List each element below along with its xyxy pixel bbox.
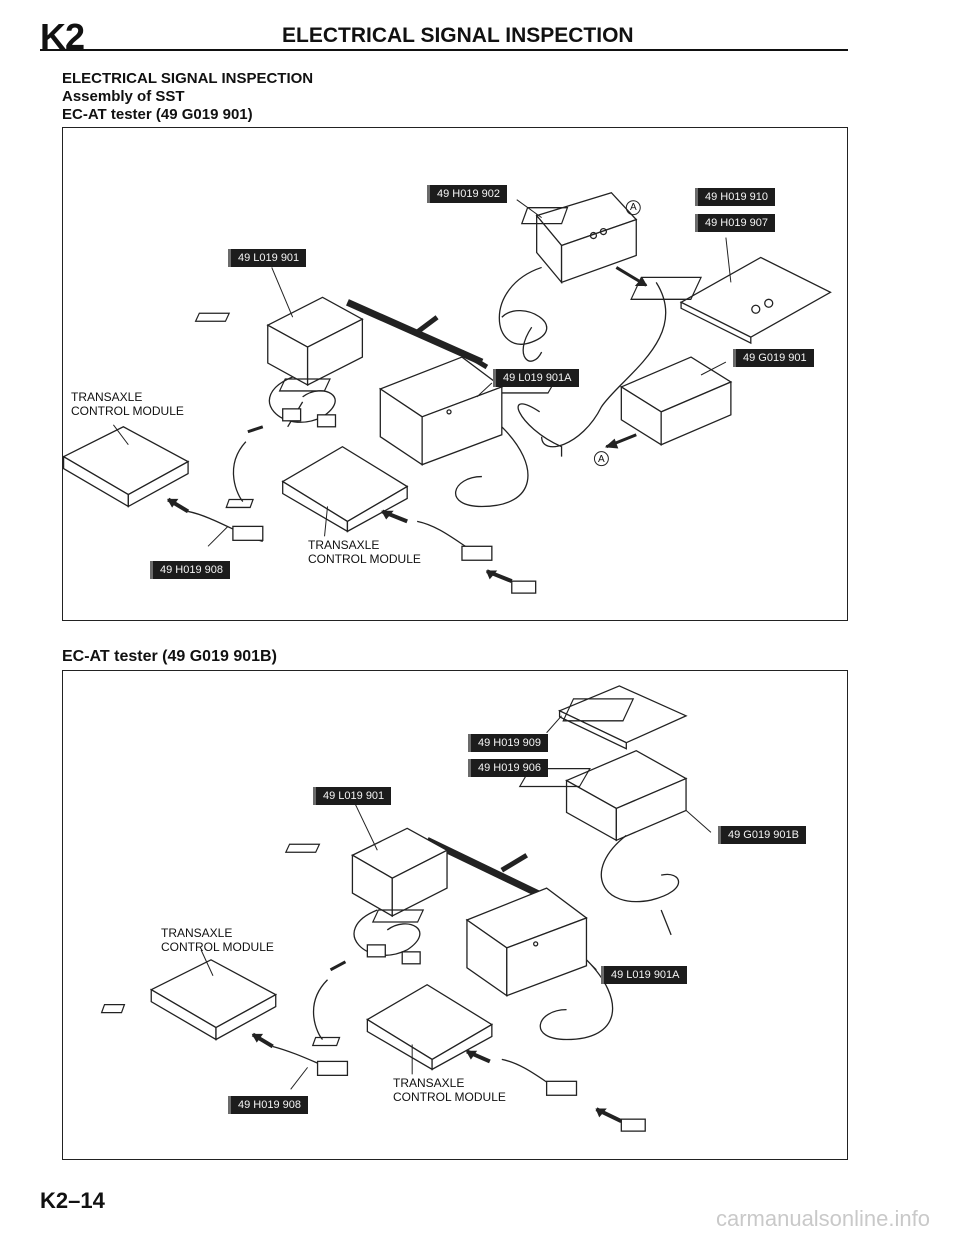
figure-1-ecat-tester-assembly: 49 H019 902 49 H019 910 49 H019 907 49 L…: [62, 127, 848, 621]
transaxle-control-module-center-fig2: [311, 983, 494, 1071]
header-divider: [40, 49, 848, 51]
section-heading: ELECTRICAL SIGNAL INSPECTION: [62, 70, 314, 87]
breakout-box-l019-901: [194, 296, 364, 387]
adapter-board-h019-910: [630, 256, 832, 345]
tag-l019-901: 49 L019 901: [228, 249, 307, 267]
tag-g019-901: 49 G019 901: [733, 349, 814, 367]
marker-a-bottom: A: [598, 454, 605, 465]
figure-2-ecat-tester-assembly: 49 H019 909 49 H019 906 49 L019 901 49 G…: [62, 670, 848, 1160]
figure-1-illustration: [63, 191, 832, 594]
tag-h019-910: 49 H019 910: [695, 188, 775, 206]
breakout-box-l019-901a-fig2: [371, 887, 588, 997]
section-code: K2: [40, 16, 85, 57]
callout-transaxle-control-module-left-fig2: TRANSAXLE CONTROL MODULE: [161, 926, 274, 954]
breakout-box-l019-901a: [278, 356, 504, 466]
tag-h019-907: 49 H019 907: [695, 214, 775, 232]
tag-h019-909: 49 H019 909: [468, 734, 548, 752]
callout-transaxle-control-module-center: TRANSAXLE CONTROL MODULE: [308, 538, 421, 566]
tag-l019-901a: 49 L019 901A: [493, 369, 579, 387]
tag-g019-901b: 49 G019 901B: [718, 826, 806, 844]
watermark-text: carmanualsonline.info: [715, 1206, 930, 1231]
callout-transaxle-control-module-center-fig2: TRANSAXLE CONTROL MODULE: [393, 1076, 506, 1104]
transaxle-control-module-center: [225, 445, 409, 533]
page-title: ELECTRICAL SIGNAL INSPECTION: [282, 24, 634, 47]
tester-unit-g019-901: [487, 356, 733, 446]
transaxle-control-module-left: [63, 426, 190, 508]
tester-unit-g019-901b: [518, 749, 688, 842]
tag-h019-908-fig2: 49 H019 908: [228, 1096, 308, 1114]
tag-h019-908: 49 H019 908: [150, 561, 230, 579]
tag-h019-906: 49 H019 906: [468, 759, 548, 777]
figure-2-illustration: [100, 685, 712, 1132]
tag-h019-902: 49 H019 902: [427, 185, 507, 203]
tag-l019-901a-fig2: 49 L019 901A: [601, 966, 687, 984]
figure-2-caption: EC-AT tester (49 G019 901B): [62, 648, 277, 665]
adapter-board-h019-909: [557, 685, 688, 750]
sub-heading: Assembly of SST: [62, 88, 185, 105]
transaxle-control-module-left-fig2: [100, 959, 278, 1041]
figure-1-caption: EC-AT tester (49 G019 901): [62, 106, 253, 123]
tag-l019-901-fig2: 49 L019 901: [313, 787, 392, 805]
callout-transaxle-control-module-left: TRANSAXLE CONTROL MODULE: [71, 390, 184, 418]
tester-unit-h019-902: [520, 191, 638, 285]
marker-a-top: A: [630, 202, 637, 213]
breakout-box-l019-901-fig2: [284, 827, 449, 918]
page-number: K2–14: [40, 1188, 105, 1213]
